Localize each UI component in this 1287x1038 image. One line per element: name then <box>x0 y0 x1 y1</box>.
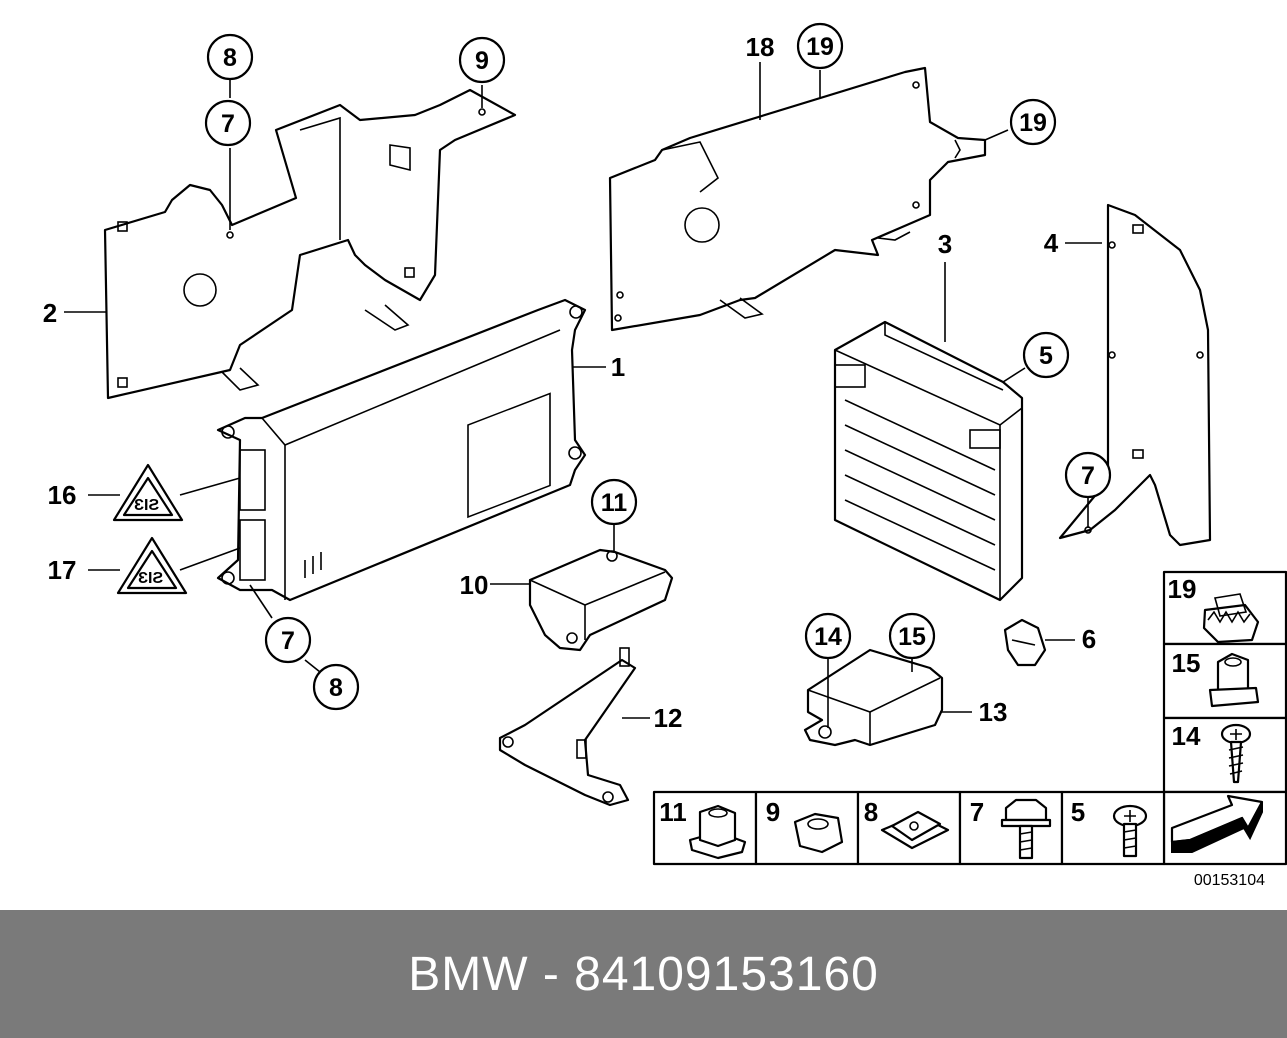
callout-16: 16 <box>48 480 77 510</box>
svg-text:7: 7 <box>1081 462 1095 490</box>
nut-15-icon <box>1208 652 1260 708</box>
screw-14-icon <box>1220 723 1252 784</box>
legend-cell-arrow <box>1170 794 1264 853</box>
svg-text:7: 7 <box>281 627 295 655</box>
svg-text:9: 9 <box>475 47 489 75</box>
svg-text:8: 8 <box>864 797 878 827</box>
warning-label-17: ƐIƧ <box>116 536 188 595</box>
document-number: 00153104 <box>1194 872 1265 889</box>
nut-11-icon <box>688 804 747 860</box>
svg-text:ƐIƧ: ƐIƧ <box>138 570 163 587</box>
svg-text:6: 6 <box>1082 624 1096 654</box>
callout-14: 14 <box>804 612 852 660</box>
module-part-1 <box>216 298 587 602</box>
clip-part-6 <box>1003 618 1047 667</box>
caption-text: BMW - 84109153160 <box>408 947 879 1001</box>
svg-text:19: 19 <box>806 33 834 61</box>
svg-text:8: 8 <box>329 674 343 702</box>
module-part-10 <box>528 548 674 652</box>
svg-text:8: 8 <box>223 44 237 72</box>
clip-nut-8-icon <box>880 810 950 850</box>
callout-15: 15 <box>888 612 936 660</box>
svg-text:4: 4 <box>1044 228 1059 258</box>
legend-cell-7: 7 <box>970 797 1052 860</box>
legend-cell-14: 14 <box>1172 721 1252 784</box>
bracket-part-18 <box>608 66 987 332</box>
legend-cell-15: 15 <box>1172 648 1260 708</box>
svg-text:13: 13 <box>979 697 1008 727</box>
legend-cell-11: 11 <box>659 797 747 860</box>
svg-text:14: 14 <box>1172 721 1201 751</box>
callout-12: 12 <box>654 703 683 733</box>
caption-bar: BMW - 84109153160 <box>0 910 1287 1038</box>
screw-5-icon <box>1112 804 1148 858</box>
svg-text:16: 16 <box>48 480 77 510</box>
callout-17: 17 <box>48 555 77 585</box>
bolt-7-icon <box>1000 798 1052 860</box>
callout-11: 11 <box>590 478 638 526</box>
warning-label-16: ƐIƧ <box>112 463 184 522</box>
next-page-arrow-icon <box>1170 794 1264 853</box>
callout-3: 3 <box>938 229 952 259</box>
legend-cell-19: 19 <box>1168 574 1260 644</box>
svg-text:18: 18 <box>746 32 775 62</box>
legend-cell-8: 8 <box>864 797 950 850</box>
module-part-13 <box>803 648 944 747</box>
callout-7-right: 7 <box>1064 451 1112 499</box>
svg-text:19: 19 <box>1168 574 1197 604</box>
callout-19-right: 19 <box>1009 98 1057 146</box>
svg-text:7: 7 <box>970 797 984 827</box>
bracket-part-2 <box>103 88 517 400</box>
svg-text:15: 15 <box>1172 648 1201 678</box>
callout-7-top: 7 <box>204 99 252 147</box>
svg-text:2: 2 <box>43 298 57 328</box>
callout-8-top: 8 <box>206 33 254 81</box>
svg-text:14: 14 <box>814 623 842 651</box>
svg-text:3: 3 <box>938 229 952 259</box>
legend-cell-5: 5 <box>1071 797 1148 858</box>
callout-1: 1 <box>611 352 625 382</box>
svg-text:11: 11 <box>659 797 687 827</box>
nut-19-icon <box>1202 593 1260 644</box>
callout-5: 5 <box>1022 331 1070 379</box>
svg-text:10: 10 <box>460 570 489 600</box>
callout-2: 2 <box>43 298 57 328</box>
svg-text:ƐIƧ: ƐIƧ <box>134 497 159 514</box>
callout-9: 9 <box>458 36 506 84</box>
svg-text:1: 1 <box>611 352 625 382</box>
module-part-3 <box>833 320 1024 602</box>
callout-10: 10 <box>460 570 489 600</box>
callout-6: 6 <box>1082 624 1096 654</box>
callout-8-bottom: 8 <box>312 663 360 711</box>
svg-text:17: 17 <box>48 555 77 585</box>
svg-text:11: 11 <box>601 489 628 517</box>
callout-19-top: 19 <box>796 22 844 70</box>
callout-7-bottom: 7 <box>264 616 312 664</box>
leader-lines <box>64 62 1102 728</box>
callout-4: 4 <box>1044 228 1059 258</box>
svg-text:15: 15 <box>898 623 926 651</box>
callout-13: 13 <box>979 697 1008 727</box>
svg-text:7: 7 <box>221 110 235 138</box>
legend-cell-9: 9 <box>766 797 844 854</box>
svg-text:5: 5 <box>1071 797 1085 827</box>
svg-text:9: 9 <box>766 797 780 827</box>
callout-18: 18 <box>746 32 775 62</box>
bracket-part-12 <box>498 647 637 807</box>
panel-part-4 <box>1058 203 1212 547</box>
svg-text:12: 12 <box>654 703 683 733</box>
parts-diagram: ƐIƧ ƐIƧ 8 7 <box>43 22 1287 889</box>
nut-9-icon <box>793 812 844 854</box>
svg-text:19: 19 <box>1019 109 1047 137</box>
svg-text:5: 5 <box>1039 342 1053 370</box>
